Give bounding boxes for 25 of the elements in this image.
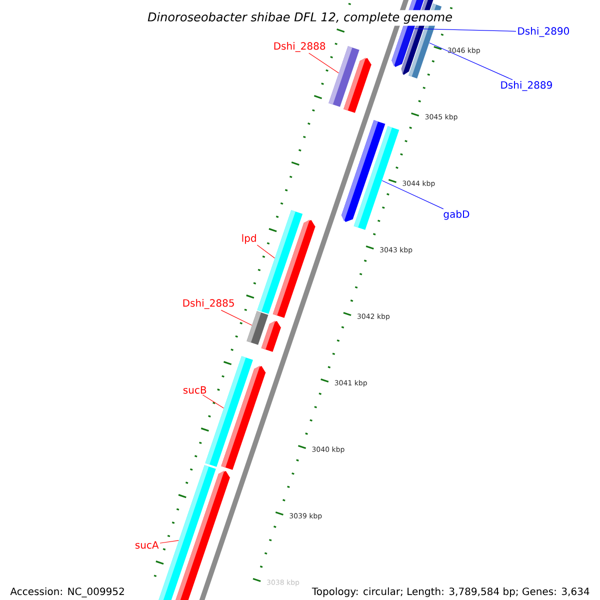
gene-bar [261, 320, 281, 352]
gene-label: Dshi_2889 [501, 81, 552, 91]
leader-line [160, 540, 179, 544]
leader-line [220, 310, 252, 326]
leader-line [202, 394, 224, 408]
leader-line [308, 52, 339, 74]
gene-label: sucA [135, 541, 159, 549]
gene-bar [246, 311, 268, 345]
gene-label: gabD [444, 210, 470, 220]
leader-line [429, 42, 513, 80]
leader-line [256, 244, 275, 258]
gene-label: sucB [183, 386, 206, 394]
gene-bar [221, 366, 266, 470]
title: Dinoroseobacter shibae DFL 12, complete genome [146, 10, 454, 26]
leader-line [414, 28, 516, 32]
genome-info-text: Topology: circular; Length: 3,789,584 bp; Genes: 3,634 [312, 587, 590, 598]
gene-bar [354, 126, 400, 230]
leader-line [382, 180, 444, 210]
accession-text: Accession: NC_009952 [10, 587, 124, 598]
gene-label: Dshi_2888 [274, 42, 326, 52]
gene-bar [344, 58, 372, 113]
gene-label: Dshi_2890 [518, 27, 570, 37]
gene-bar [272, 220, 316, 318]
gene-label: lpd [242, 234, 256, 244]
gene-label: Dshi_2885 [183, 299, 234, 309]
